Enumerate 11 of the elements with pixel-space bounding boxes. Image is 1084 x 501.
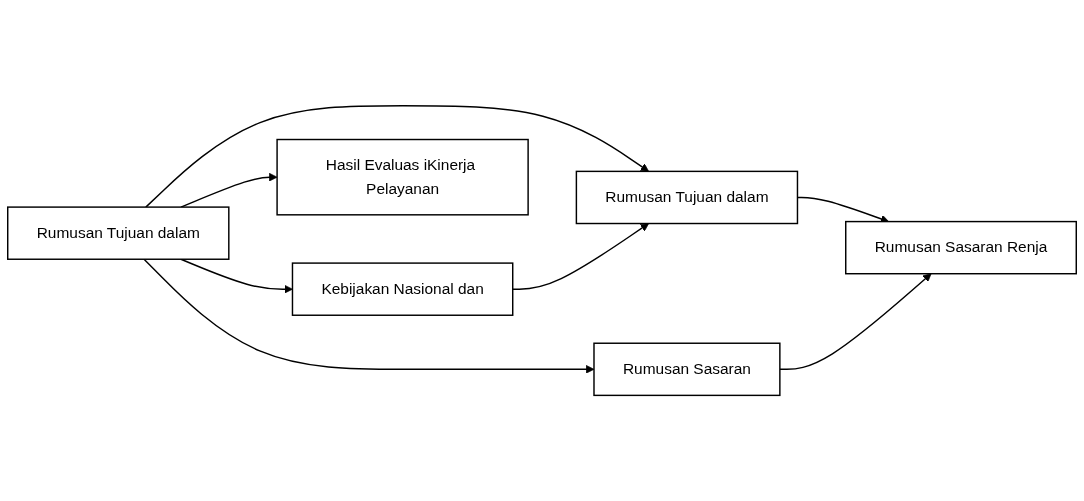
arrow (779, 273, 932, 370)
arrow (145, 104, 650, 208)
node-box: Rumusan Tujuan dalam (575, 170, 799, 225)
node-box: Rumusan Tujuan dalam (7, 206, 230, 260)
arrow (180, 258, 293, 294)
node-box: Hasil Evaluas iKinerja Pelayanan (276, 138, 529, 216)
arrow (512, 223, 650, 290)
node-box: Kebijakan Nasional dan (291, 262, 514, 316)
arrow (180, 172, 278, 208)
node-box: Rumusan Sasaran Renja (845, 220, 1077, 275)
node-box: Rumusan Sasaran (593, 342, 781, 397)
